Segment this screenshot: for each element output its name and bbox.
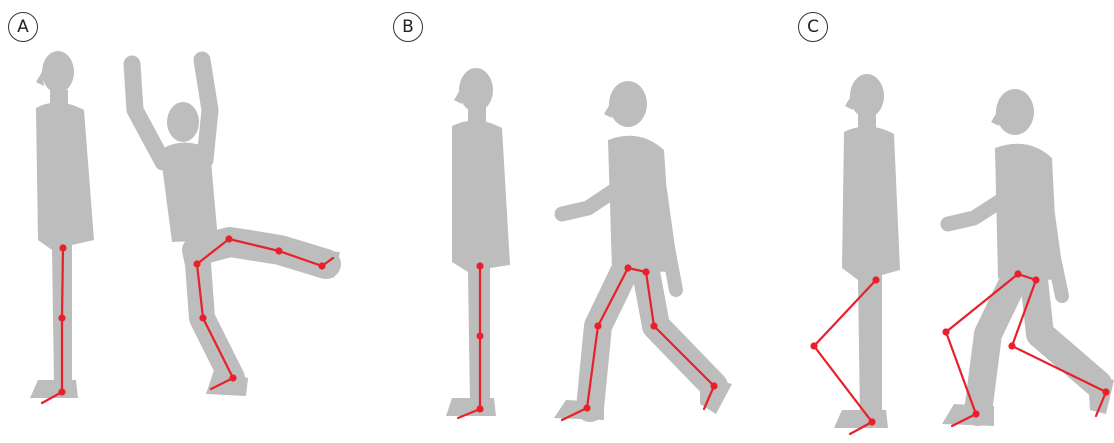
panel-label-a: A <box>8 12 38 42</box>
panel-label-c: C <box>798 12 828 42</box>
panel-c-standing-figure <box>834 74 900 428</box>
panel-b-standing-figure <box>446 68 510 416</box>
panel-b-walking-figure <box>554 81 732 420</box>
panel-c-walking-figure <box>942 89 1114 426</box>
panel-label-b: B <box>393 12 423 42</box>
panel-a-kicking-figure <box>132 60 340 396</box>
